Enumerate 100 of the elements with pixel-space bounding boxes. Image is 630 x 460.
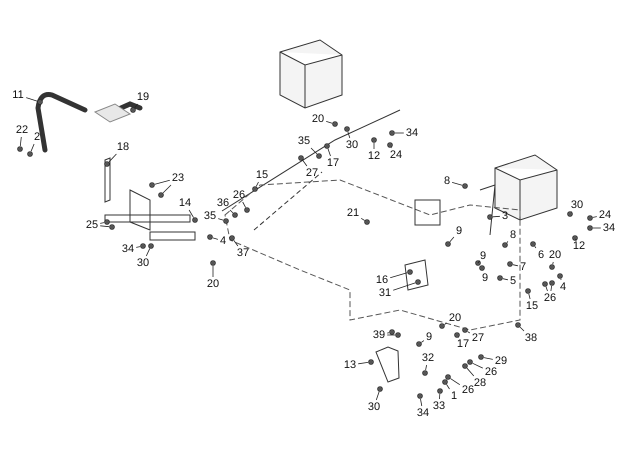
leader-line — [162, 184, 172, 194]
part-marker — [371, 137, 377, 143]
leader-line — [100, 225, 110, 228]
leader-line — [146, 248, 150, 256]
callout-number: 17 — [456, 338, 470, 350]
leader-line — [425, 364, 427, 370]
part-marker — [130, 107, 136, 113]
leader-line — [230, 210, 234, 214]
leader-line — [256, 182, 259, 187]
leader-line — [136, 246, 140, 248]
leader-line — [420, 398, 422, 406]
leader-line — [528, 294, 530, 300]
part-marker — [462, 363, 468, 369]
leader-line — [472, 362, 484, 368]
leader-line — [478, 260, 480, 264]
part-marker — [415, 279, 421, 285]
leader-line — [20, 136, 22, 146]
leader-line — [233, 240, 238, 246]
part-marker — [389, 130, 395, 136]
leader-line — [218, 218, 224, 220]
callout-number: 1 — [450, 390, 458, 402]
leader-line — [592, 216, 598, 218]
leader-line — [444, 322, 448, 325]
callout-number: 9 — [482, 272, 488, 284]
part-marker — [158, 192, 164, 198]
part-marker — [422, 370, 428, 376]
callout-number: 4 — [560, 281, 566, 293]
leader-line — [108, 154, 117, 162]
callout-number: 33 — [432, 400, 446, 412]
part-marker — [104, 161, 110, 167]
callout-number: 35 — [298, 135, 310, 147]
callout-number: 34 — [122, 243, 134, 255]
callout-number: 22 — [16, 124, 28, 136]
part-marker — [462, 327, 468, 333]
part-marker — [332, 121, 338, 127]
part-marker — [439, 323, 445, 329]
callout-number: 37 — [236, 247, 250, 259]
callout-number: 30 — [346, 139, 358, 151]
callout-number: 38 — [524, 332, 538, 344]
part-marker — [149, 182, 155, 188]
part-marker — [298, 155, 304, 161]
leader-line — [328, 148, 331, 156]
leader-line — [348, 132, 350, 138]
callout-number: 20 — [548, 249, 562, 261]
part-marker — [542, 281, 548, 287]
part-marker — [502, 242, 508, 248]
leader-line — [212, 238, 218, 240]
part-marker — [316, 153, 322, 159]
callout-number: 26 — [484, 366, 498, 378]
callout-number: 39 — [372, 329, 386, 341]
callout-number: 6 — [538, 249, 544, 261]
part-marker — [252, 186, 258, 192]
part-marker — [445, 374, 451, 380]
leader-line — [439, 394, 440, 400]
part-marker — [104, 219, 110, 225]
part-marker — [344, 126, 350, 132]
callout-number: 24 — [390, 149, 402, 161]
callout-number: 19 — [136, 91, 150, 103]
part-marker — [210, 260, 216, 266]
leader-line — [512, 264, 518, 266]
part-marker — [364, 219, 370, 225]
callout-number: 17 — [326, 157, 340, 169]
leader-line — [134, 104, 138, 108]
callout-number: 31 — [378, 287, 392, 299]
callout-number: 8 — [510, 229, 516, 241]
leader-line — [154, 180, 170, 185]
part-marker — [515, 322, 521, 328]
part-marker — [387, 142, 393, 148]
leader-line — [386, 332, 390, 334]
part-marker — [324, 143, 330, 149]
callout-number: 24 — [598, 209, 612, 221]
leader-line — [212, 266, 214, 278]
callout-number: 26 — [232, 189, 246, 201]
part-marker — [368, 359, 374, 365]
callout-number: 7 — [520, 261, 526, 273]
leader-line — [450, 236, 454, 242]
leader-line — [242, 202, 246, 208]
part-marker — [475, 260, 481, 266]
part-marker — [223, 218, 229, 224]
part-marker — [17, 146, 23, 152]
part-marker — [389, 329, 395, 335]
leader-line — [386, 334, 396, 336]
callout-number: 34 — [416, 407, 430, 419]
part-marker — [479, 265, 485, 271]
leader-line — [188, 210, 194, 218]
part-marker — [109, 224, 115, 230]
part-marker — [207, 234, 213, 240]
callout-number: 4 — [220, 235, 226, 247]
part-marker — [462, 183, 468, 189]
callout-number: 27 — [306, 167, 318, 179]
leader-line — [550, 286, 552, 292]
callout-number: 16 — [376, 274, 388, 286]
part-marker — [437, 388, 443, 394]
part-marker — [244, 207, 250, 213]
callout-number: 15 — [256, 169, 268, 181]
callout-number: 13 — [344, 359, 356, 371]
part-marker — [148, 243, 154, 249]
leader-line — [30, 144, 34, 152]
part-marker — [377, 386, 383, 392]
part-marker — [37, 99, 43, 105]
